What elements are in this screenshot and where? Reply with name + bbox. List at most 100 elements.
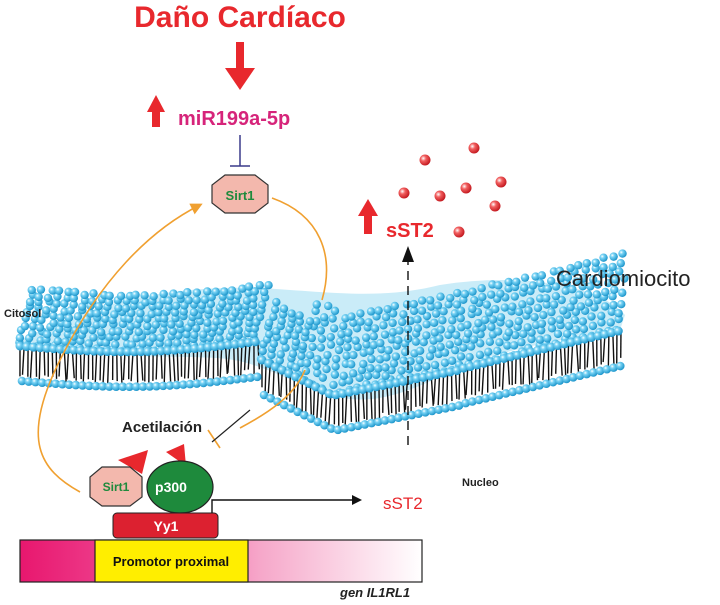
sst2-particle xyxy=(490,201,501,212)
lipid-head xyxy=(430,319,438,327)
lipid-head xyxy=(303,359,311,367)
lipid-head xyxy=(323,351,331,359)
transcription-arrow xyxy=(212,500,360,513)
lipid-head xyxy=(193,288,201,296)
lipid-head xyxy=(515,308,523,316)
lipid-head xyxy=(538,271,546,279)
lipid-tail xyxy=(137,354,138,383)
lipid-tail xyxy=(197,350,198,381)
lipid-head xyxy=(413,315,421,323)
lipid-head xyxy=(577,302,585,310)
lipid-head xyxy=(143,322,151,330)
lipid-head xyxy=(308,343,316,351)
lipid-head xyxy=(264,281,272,289)
promoter-label: Promotor proximal xyxy=(113,554,229,569)
sst2-particle xyxy=(454,227,465,238)
lipid-head xyxy=(253,372,262,381)
lipid-head xyxy=(317,343,325,351)
lipid-head xyxy=(289,349,297,357)
lipid-head xyxy=(28,286,36,294)
lipid-head xyxy=(426,296,434,304)
lipid-head xyxy=(395,326,403,334)
lipid-tail xyxy=(156,353,157,379)
lipid-head xyxy=(548,317,556,325)
lipid-head xyxy=(190,308,198,316)
mirna-label: miR199a-5p xyxy=(178,108,290,130)
lipid-head xyxy=(228,286,236,294)
lipid-head xyxy=(441,359,449,367)
lipid-head xyxy=(571,316,579,324)
lipid-head xyxy=(434,301,442,309)
lipid-head xyxy=(468,305,476,313)
lipid-head xyxy=(328,314,336,322)
lipid-head xyxy=(493,347,501,355)
lipid-head xyxy=(343,343,351,351)
gene-name: IL1RL1 xyxy=(367,585,410,600)
lipid-head xyxy=(539,311,547,319)
lipid-head xyxy=(335,346,343,354)
lipid-tail xyxy=(238,346,239,376)
lipid-head xyxy=(487,290,495,298)
lipid-head xyxy=(601,302,609,310)
lipid-head xyxy=(399,310,407,318)
lipid-tail xyxy=(419,380,420,406)
up-arrow-icon xyxy=(147,95,165,127)
lipid-head xyxy=(508,302,516,310)
lipid-head xyxy=(331,307,339,315)
lipid-tail xyxy=(391,386,392,413)
lipid-head xyxy=(34,293,42,301)
lipid-head xyxy=(336,337,344,345)
lipid-head xyxy=(397,366,405,374)
lipid-head xyxy=(356,309,364,317)
lipid-head xyxy=(319,373,327,381)
lipid-head xyxy=(359,360,367,368)
lipid-head xyxy=(331,370,339,378)
yy1-node: Yy1 xyxy=(113,513,218,538)
lipid-head xyxy=(203,319,211,327)
lipid-head xyxy=(559,306,567,314)
acetylation-label: Acetilación xyxy=(122,419,202,436)
p300-label: p300 xyxy=(155,479,187,495)
lipid-head xyxy=(114,304,122,312)
lipid-head xyxy=(580,325,588,333)
lipid-head xyxy=(330,324,338,332)
lipid-head xyxy=(220,287,228,295)
lipid-head xyxy=(97,328,105,336)
lipid-head xyxy=(453,289,461,297)
lipid-head xyxy=(487,323,495,331)
lipid-head xyxy=(114,327,122,335)
lipid-head xyxy=(347,312,355,320)
gene-prefix: gen xyxy=(339,585,367,600)
sirt1-complex-label: Sirt1 xyxy=(103,480,130,494)
lipid-head xyxy=(448,357,456,365)
lipid-head xyxy=(432,309,440,317)
cytosol-label: Citosol xyxy=(4,308,41,320)
lipid-tail xyxy=(552,349,553,376)
lipid-head xyxy=(494,281,502,289)
lipid-head xyxy=(371,324,379,332)
lipid-head xyxy=(295,311,303,319)
lipid-head xyxy=(436,343,444,351)
title: Daño Cardíaco xyxy=(134,1,346,34)
sirt1-top-node: Sirt1 xyxy=(212,175,268,213)
lipid-head xyxy=(497,313,505,321)
lipid-head xyxy=(422,331,430,339)
lipid-tail xyxy=(52,351,53,377)
lipid-head xyxy=(251,337,260,346)
lipid-head xyxy=(609,301,617,309)
lipid-head xyxy=(529,281,537,289)
sst2-particle xyxy=(469,143,480,154)
down-arrow-icon xyxy=(225,42,255,90)
lipid-head xyxy=(49,319,57,327)
lipid-tail xyxy=(556,348,557,374)
lipid-head xyxy=(593,290,601,298)
lipid-head xyxy=(384,346,392,354)
lipid-head xyxy=(470,335,478,343)
lipid-head xyxy=(329,381,337,389)
lipid-tail xyxy=(427,379,428,404)
lipid-head xyxy=(332,355,340,363)
lipid-head xyxy=(547,308,555,316)
lipid-head xyxy=(383,305,391,313)
lipid-head xyxy=(587,312,595,320)
